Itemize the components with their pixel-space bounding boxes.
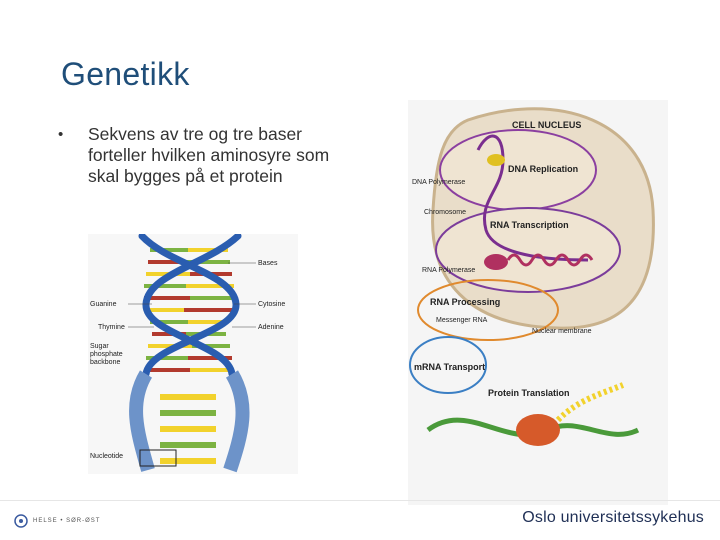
dna-ladder-lower <box>129 370 250 473</box>
dna-base-pairs <box>144 248 234 372</box>
dna-leader-lines <box>128 262 256 328</box>
label-guanine: Guanine <box>90 301 117 308</box>
helse-logo-text: HELSE • SØR-ØST <box>33 518 101 524</box>
label-rna-processing: RNA Processing <box>430 297 500 307</box>
rna-strand <box>506 253 594 267</box>
bullet-dot-icon: • <box>58 126 64 143</box>
rna-transcription-zone <box>435 207 621 293</box>
label-nuclear-membrane: Nuclear membrane <box>532 328 592 335</box>
label-thymine: Thymine <box>98 324 125 331</box>
label-adenine: Adenine <box>258 324 284 331</box>
label-rna-transcription: RNA Transcription <box>490 220 569 230</box>
label-backbone-2: phosphate <box>90 351 123 358</box>
label-backbone-3: backbone <box>90 359 120 366</box>
helse-logo-icon <box>14 514 28 528</box>
rna-processing-zone <box>417 279 559 341</box>
label-chromosome: Chromosome <box>424 209 466 216</box>
label-protein-translation: Protein Translation <box>488 388 570 398</box>
bullet-list: • Sekvens av tre og tre baser forteller … <box>58 124 358 187</box>
label-bases: Bases <box>258 260 278 267</box>
cell-nucleus-illustration: CELL NUCLEUS DNA Replication DNA Polymer… <box>408 100 668 505</box>
label-rna-polymerase: RNA Polymerase <box>422 267 475 274</box>
label-dna-polymerase: DNA Polymerase <box>412 179 465 186</box>
slide-title: Genetikk <box>61 56 190 92</box>
dna-helix-illustration: Bases Guanine Cytosine Thymine Adenine S… <box>88 234 298 474</box>
label-backbone-1: Sugar <box>90 343 109 350</box>
bullet-item: • Sekvens av tre og tre baser forteller … <box>58 124 358 187</box>
protein-chain <box>555 382 625 423</box>
chromosome-strand <box>476 134 589 262</box>
helse-sor-ost-logo: HELSE • SØR-ØST <box>14 514 100 528</box>
label-cytosine: Cytosine <box>258 301 285 308</box>
mrna-transport-zone <box>409 336 487 394</box>
rna-polymerase-shape <box>484 254 508 270</box>
bullet-text: Sekvens av tre og tre baser forteller hv… <box>88 124 330 186</box>
dna-polymerase-shape <box>487 154 505 166</box>
footer-divider <box>0 500 720 501</box>
oslo-universitetssykehus-logo: Oslo universitetssykehus <box>522 509 704 526</box>
ribosome-shape <box>516 414 560 446</box>
label-mrna-transport: mRNA Transport <box>414 362 485 372</box>
label-cell-nucleus: CELL NUCLEUS <box>512 120 581 130</box>
label-dna-replication: DNA Replication <box>508 164 578 174</box>
label-nucleotide: Nucleotide <box>90 453 123 460</box>
label-messenger-rna: Messenger RNA <box>436 317 488 324</box>
